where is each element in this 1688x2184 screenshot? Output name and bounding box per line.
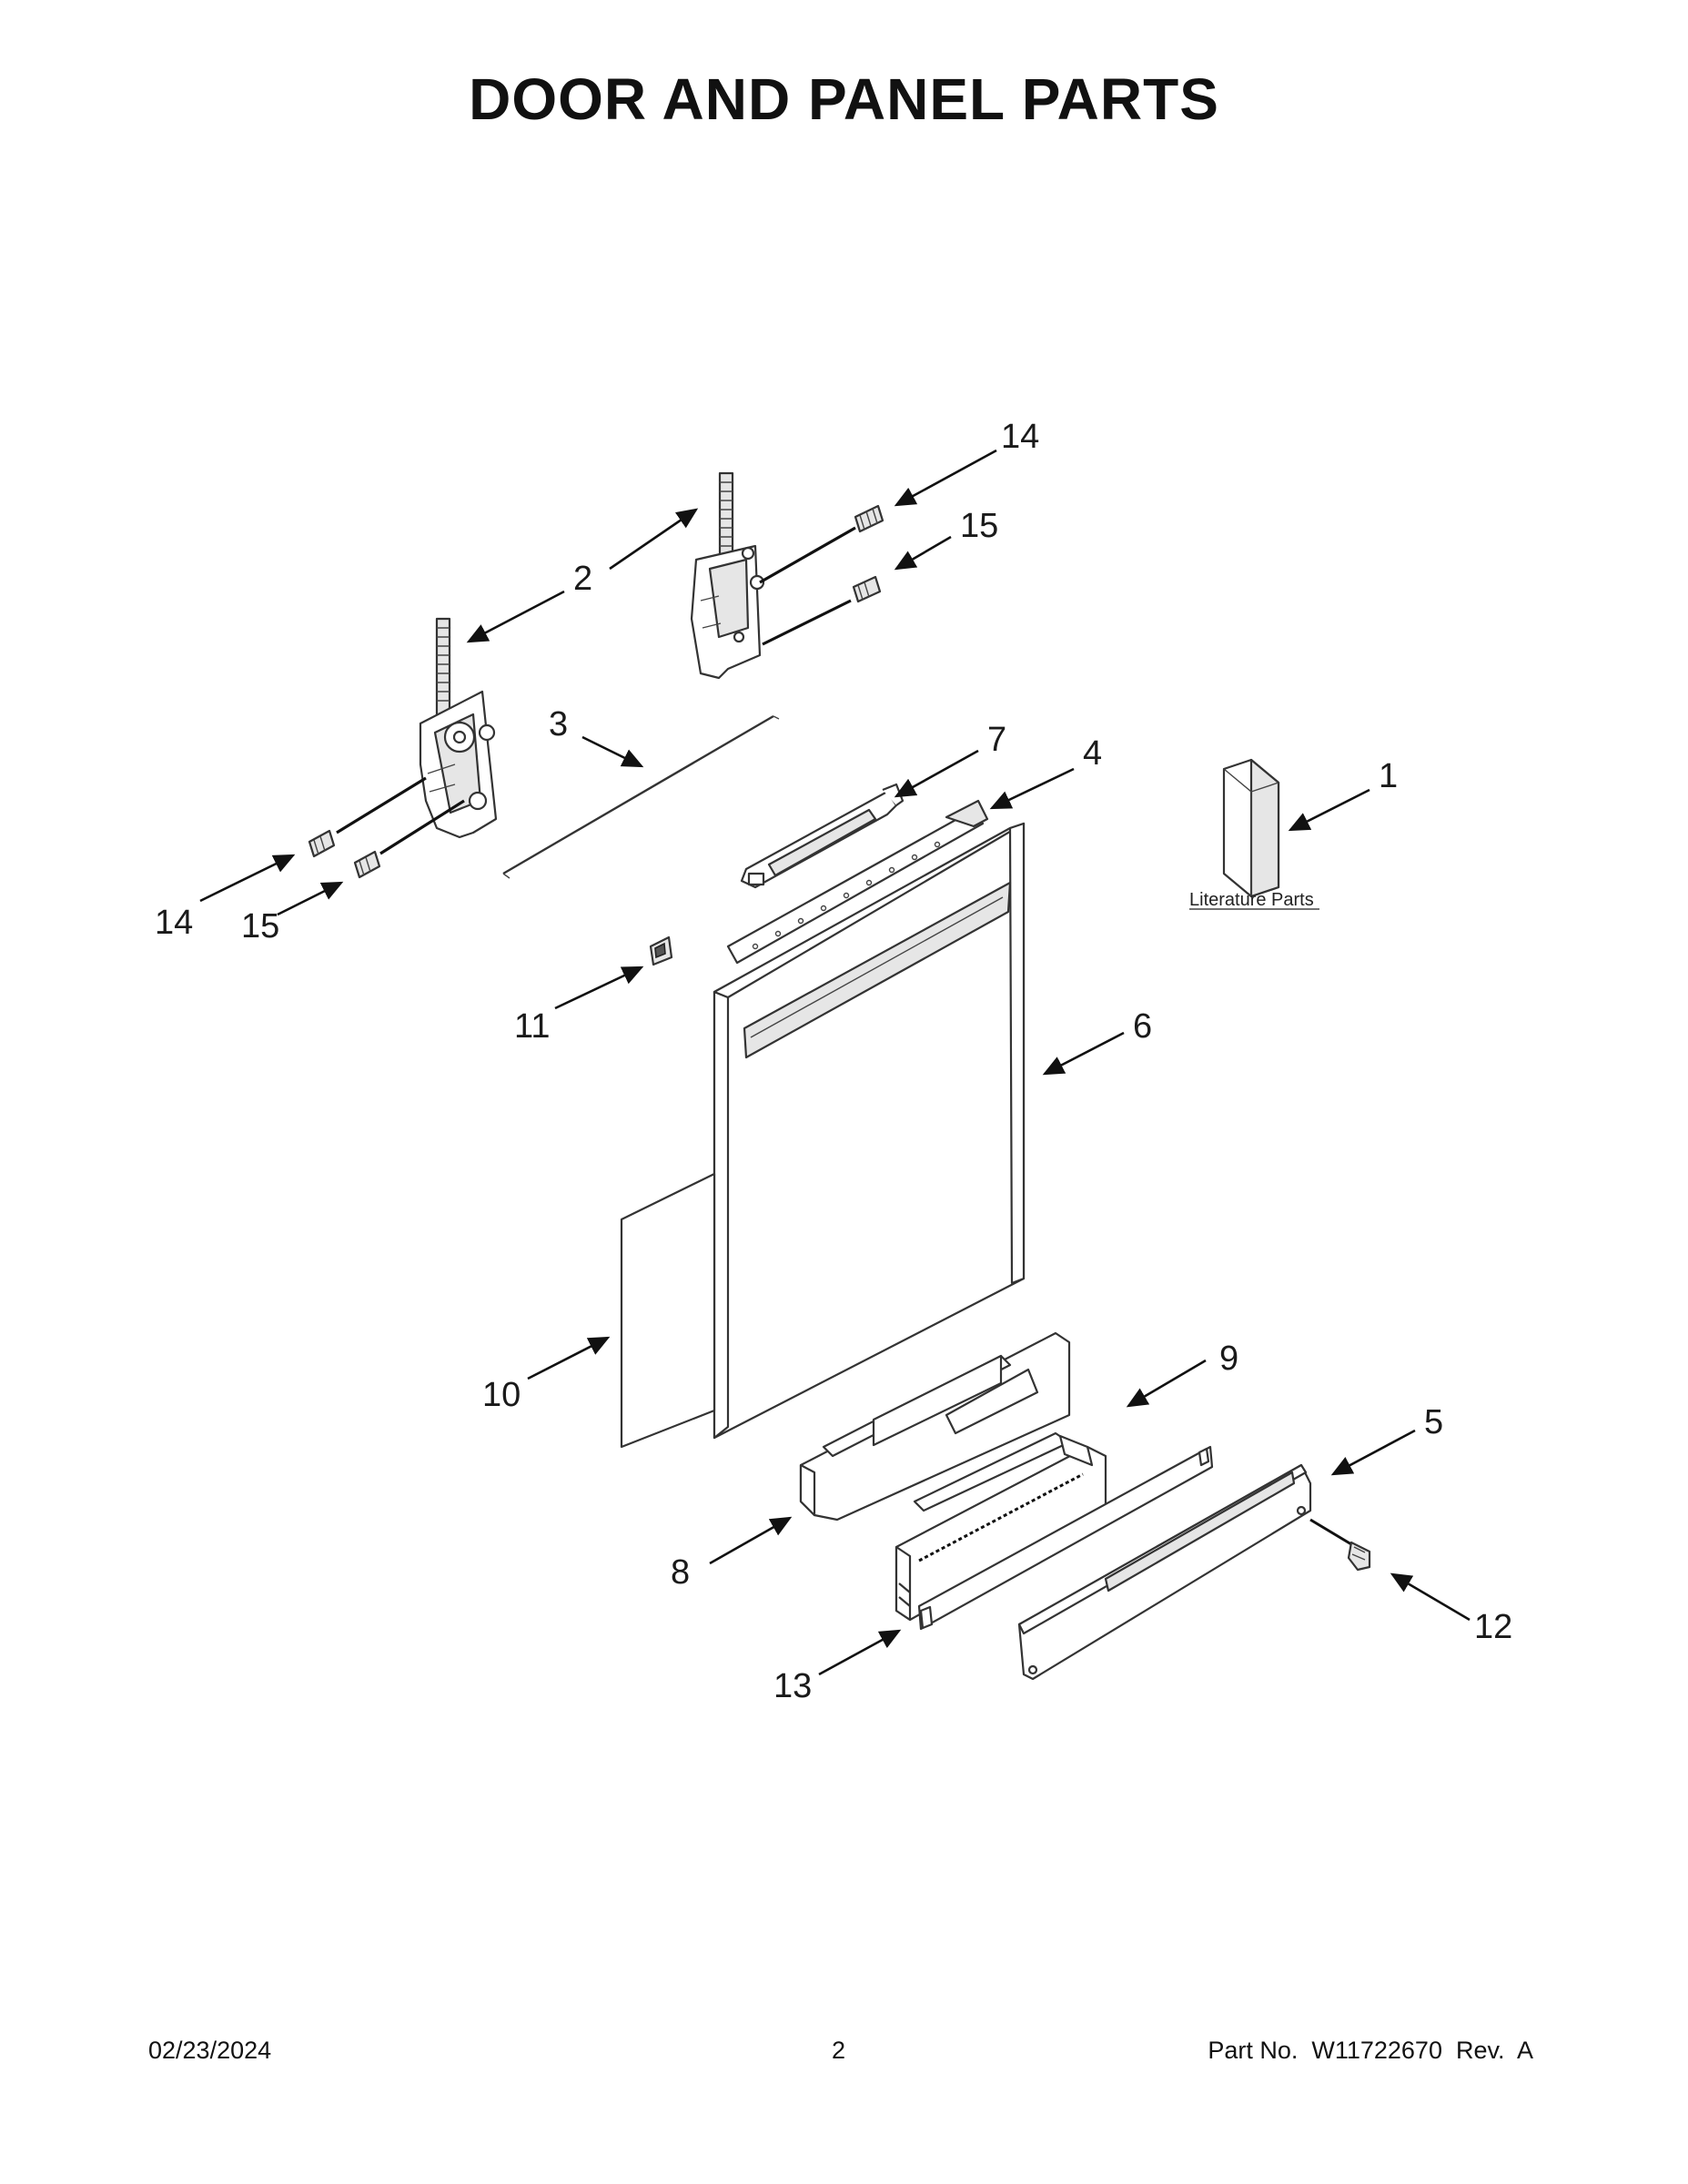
footer-page-number: 2 [832, 2037, 846, 2064]
vent-bracket [740, 783, 905, 889]
hinge-left [419, 617, 498, 839]
bottom-screw [1309, 1518, 1371, 1572]
foam-block-upper [895, 1431, 1107, 1622]
callout-14-left: 14 [155, 904, 193, 942]
callout-7: 7 [987, 721, 1006, 759]
literature-parts-label: Literature Parts [1189, 890, 1314, 910]
literature-box [1222, 758, 1280, 898]
callout-9: 9 [1219, 1340, 1238, 1378]
door-rod [502, 714, 780, 879]
callout-5: 5 [1424, 1403, 1443, 1441]
hinge-screws-right [759, 504, 884, 646]
insulation-sheet [620, 1172, 716, 1449]
callout-14-top: 14 [1001, 418, 1039, 456]
footer-date: 02/23/2024 [148, 2037, 272, 2064]
control-panel-strip [726, 799, 989, 965]
door-bottom-bracket [1017, 1463, 1312, 1681]
bottom-trim-strip [917, 1445, 1214, 1631]
callout-15-left: 15 [241, 907, 279, 945]
callout-2: 2 [573, 560, 592, 598]
foam-block-lower [799, 1331, 1071, 1522]
callout-12: 12 [1474, 1608, 1512, 1646]
callout-15-top: 15 [960, 507, 998, 545]
callout-1: 1 [1379, 757, 1398, 795]
leader-lines [199, 449, 1471, 1676]
door-clip [649, 935, 673, 966]
callout-3: 3 [549, 705, 568, 743]
hinge-screws-left [308, 776, 465, 879]
callout-13: 13 [773, 1667, 812, 1705]
callout-6: 6 [1133, 1007, 1152, 1046]
page-title: DOOR AND PANEL PARTS [469, 66, 1219, 132]
callout-11: 11 [514, 1007, 550, 1046]
callout-10: 10 [482, 1376, 521, 1414]
callout-4: 4 [1083, 734, 1102, 773]
outer-door-panel [713, 822, 1026, 1440]
callout-8: 8 [671, 1553, 690, 1592]
hinge-right [690, 471, 765, 680]
footer-part-number: Part No. W11722670 Rev. A [1208, 2037, 1533, 2064]
